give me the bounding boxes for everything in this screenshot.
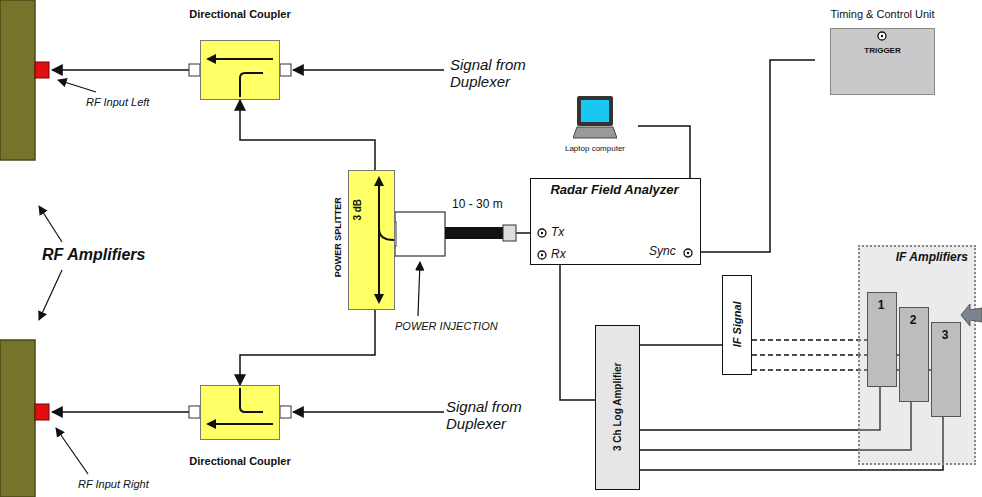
port-connector: [878, 32, 886, 40]
cable-connector: [503, 225, 516, 241]
laptop-icon: [573, 94, 617, 142]
signal-source: Signal from Duplexer: [450, 56, 555, 91]
splitter-name: POWER SPLITTER: [333, 167, 343, 307]
log-amplifier: 3 Ch Log Amplifier: [595, 325, 640, 490]
device-caption: Laptop computer: [555, 144, 635, 153]
rf-input-connector: [35, 404, 49, 420]
port-name: TRIGGER: [830, 46, 935, 55]
port-pin: [687, 252, 689, 254]
if-signal-board: IF Signal: [722, 275, 752, 375]
dimension-label: 10 - 30 m: [452, 198, 503, 212]
port-label: RF Input Right: [78, 478, 149, 491]
signal-source: Signal from Duplexer: [446, 398, 551, 433]
power-injector: [395, 212, 445, 256]
power-splitter: POWER SPLITTER 3 dB: [330, 170, 395, 310]
duplexer-arrow: [293, 411, 444, 413]
rf-feed-arrow: [52, 69, 190, 71]
port-name: Tx: [551, 226, 564, 240]
port-connector: [538, 229, 546, 237]
attenuation-value: 3 dB: [352, 190, 364, 230]
directional-coupler: Directional Coupler: [170, 385, 313, 477]
unit-title: Timing & Control Unit: [815, 8, 950, 21]
rf-input-connector: [35, 62, 49, 78]
cable: [640, 344, 722, 346]
if-amplifier: 2: [899, 307, 929, 402]
coupler-port: [280, 406, 291, 418]
coupler-title: Directional Coupler: [170, 8, 310, 21]
coupler-symbol: [201, 386, 279, 439]
coupler-port: [189, 406, 200, 418]
group-label: RF Amplifiers: [42, 246, 145, 264]
port-label: RF Input Left: [86, 96, 149, 109]
port-pin: [881, 35, 883, 37]
port-connector: [684, 249, 692, 257]
port-pin: [541, 232, 543, 234]
port-name: Sync: [649, 245, 676, 259]
rack-title: IF Amplifiers: [896, 251, 968, 265]
leader-arrow: [39, 206, 62, 242]
port-connector: [538, 251, 546, 259]
feed-arrow: [961, 304, 982, 326]
callout-number: 3: [932, 329, 958, 343]
rf-amplifier-panel: [0, 340, 35, 497]
directional-coupler: Directional Coupler: [170, 8, 313, 100]
port-pin: [541, 254, 543, 256]
coupler-title: Directional Coupler: [170, 455, 310, 468]
if-amplifier: 1: [867, 292, 897, 387]
coupler-port: [189, 64, 200, 76]
leader-arrow: [56, 428, 88, 474]
cable: [701, 60, 815, 252]
part-label: POWER INJECTION: [395, 320, 498, 333]
rf-amplifier-panel: [0, 0, 35, 160]
coupler-body: [200, 385, 280, 440]
signal-link: [752, 339, 867, 341]
cable: [640, 387, 880, 430]
cable: [240, 310, 375, 385]
rf-feed-arrow: [52, 411, 190, 413]
laptop-computer: Laptop computer: [555, 92, 638, 160]
coupler-port: [280, 64, 291, 76]
cable: [445, 227, 503, 239]
if-amplifier: 3: [931, 322, 961, 417]
splitter-body: [348, 170, 395, 310]
cable: [638, 126, 690, 178]
cable: [560, 265, 595, 400]
leader-arrow: [39, 270, 62, 320]
unit-body: [830, 28, 935, 95]
leader-arrow: [58, 80, 96, 92]
coupler-symbol: [201, 41, 279, 99]
cable: [240, 100, 375, 170]
duplexer-arrow: [293, 69, 444, 71]
timing-control-unit: Timing & Control UnitTRIGGER: [815, 8, 953, 95]
leader-arrow: [418, 262, 420, 316]
analyzer-box: Radar Field AnalyzerTxRx Sync: [530, 178, 701, 265]
analyzer-title: Radar Field Analyzer: [531, 183, 698, 198]
callout-number: 1: [868, 299, 894, 313]
board-name: IF Signal: [731, 274, 744, 374]
splitter-symbol: [349, 171, 394, 309]
if-amplifier-rack: IF Amplifiers 123: [858, 245, 976, 465]
coupler-body: [200, 40, 280, 100]
callout-number: 2: [900, 314, 926, 328]
port-name: Rx: [551, 248, 566, 262]
amplifier-name: 3 Ch Log Amplifier: [612, 327, 624, 487]
